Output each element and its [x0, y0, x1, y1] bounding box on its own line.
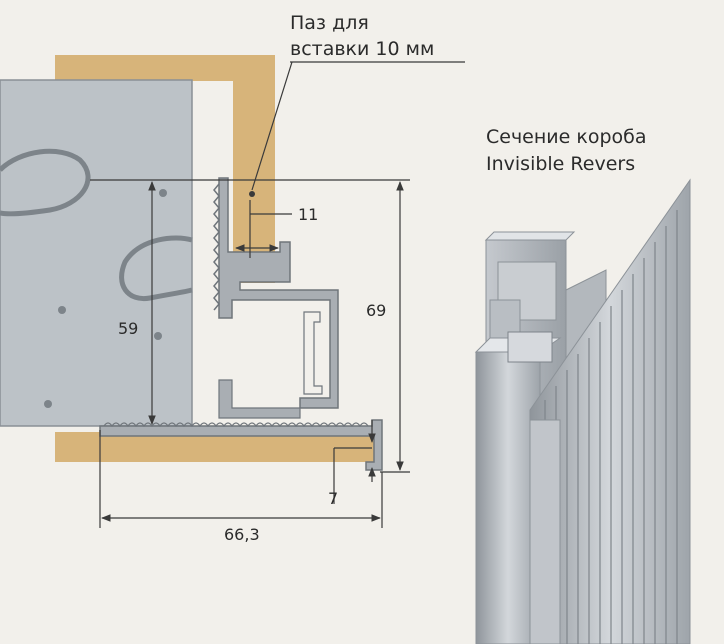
profile-3d-render	[474, 178, 691, 644]
profile-serration	[103, 422, 369, 428]
section-title-line-2: Invisible Revers	[486, 153, 635, 175]
dim-groove-label: 11	[298, 205, 318, 224]
aluminium-profile	[99, 177, 383, 471]
dim-lip-label: 7	[328, 489, 338, 508]
callout-line-2: вставки 10 мм	[290, 38, 434, 60]
profile-teeth	[213, 183, 220, 311]
dimension-lines	[90, 61, 465, 528]
callout-dot	[249, 191, 255, 197]
dim-panel-height-label: 59	[118, 319, 138, 338]
dim-width-label: 66,3	[224, 525, 260, 544]
callout-line-1: Паз для	[290, 12, 369, 34]
door-panel	[0, 79, 193, 427]
panel-texture-blob-2	[119, 235, 193, 302]
section-title-line-1: Сечение короба	[486, 126, 647, 148]
wall-wood-frame	[55, 55, 380, 462]
dim-total-height-label: 69	[366, 301, 386, 320]
panel-texture-blob	[0, 148, 91, 217]
